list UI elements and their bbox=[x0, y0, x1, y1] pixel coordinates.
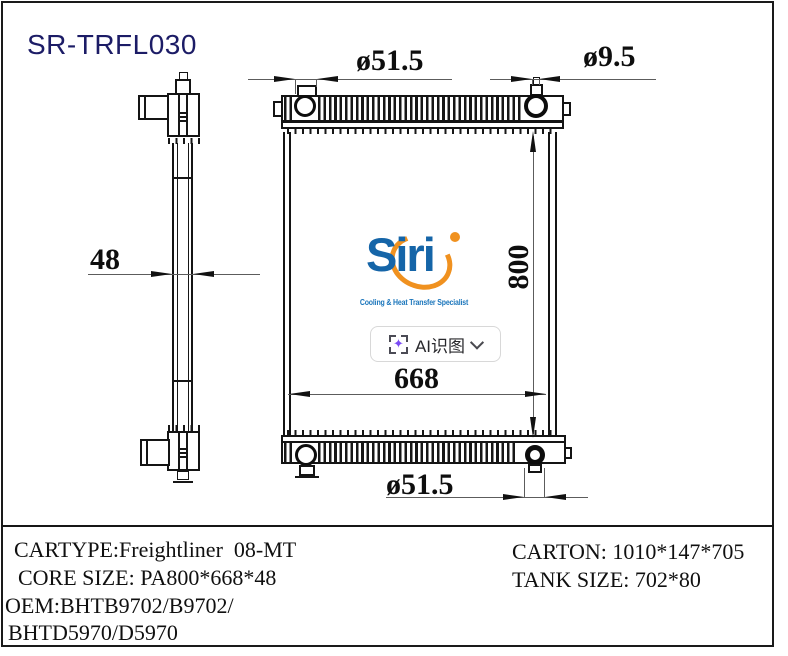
page-title: SR-TRFL030 bbox=[27, 29, 197, 60]
spec-oem-line2: BHTD5970/D5970 bbox=[8, 620, 178, 645]
sideview-top-header-line bbox=[178, 95, 180, 135]
dim-arrow bbox=[274, 76, 295, 82]
siri-logo-orbit-dot bbox=[450, 232, 460, 242]
sideview-bottom-header-hatch bbox=[179, 448, 187, 458]
sideview-top-inlet-pipe bbox=[138, 95, 169, 120]
dim-extension-line bbox=[316, 79, 317, 87]
dim-arrow bbox=[539, 76, 560, 82]
dim-line bbox=[248, 79, 452, 80]
dim-arrow bbox=[525, 391, 546, 397]
dim-arrow bbox=[511, 76, 532, 82]
frontview-bottom-fins bbox=[318, 443, 518, 462]
sideview-core-inner-line bbox=[188, 143, 189, 448]
dim-arrow bbox=[317, 76, 338, 82]
frontview-top-right-tab bbox=[562, 102, 571, 116]
page-border bbox=[1, 1, 774, 647]
sideview-top-serration bbox=[168, 138, 200, 144]
sideview-bottom-header-line bbox=[178, 433, 180, 469]
dim-top-left-port-label: ø51.5 bbox=[356, 44, 424, 77]
frontview-top-fins bbox=[284, 97, 295, 120]
spec-core-size: CORE SIZE: PA800*668*48 bbox=[18, 565, 277, 590]
chevron-down-icon[interactable] bbox=[469, 335, 485, 350]
spec-separator-line bbox=[1, 525, 774, 527]
dim-extension-line bbox=[532, 79, 533, 85]
frontview-top-right-port bbox=[524, 94, 548, 118]
frontview-bottom-right-tab bbox=[564, 447, 572, 459]
sideview-bottom-serration bbox=[168, 425, 200, 431]
dim-thickness-line bbox=[88, 274, 260, 275]
dim-extension-line bbox=[544, 468, 545, 498]
ai-button-label: AI识图 bbox=[414, 336, 466, 356]
frontview-bottom-left-port bbox=[295, 444, 317, 466]
dim-line bbox=[288, 394, 546, 395]
dim-arrow bbox=[193, 271, 214, 277]
spec-oem-line1: OEM:BHTB9702/B9702/ bbox=[5, 593, 234, 618]
sparkle-icon: ✦ bbox=[393, 335, 404, 351]
frontview-core-right-edge bbox=[548, 132, 557, 435]
dim-arrow bbox=[530, 131, 536, 152]
frontview-bottom-tank-rail bbox=[283, 441, 564, 443]
dim-bottom-port-label: ø51.5 bbox=[386, 468, 454, 501]
dim-arrow bbox=[151, 271, 172, 277]
sideview-bottom-outlet-pipe bbox=[140, 439, 170, 466]
dim-arrow bbox=[289, 391, 310, 397]
sideview-top-inlet-cap-line bbox=[144, 96, 146, 119]
dim-extension-line bbox=[539, 79, 540, 85]
sideview-core-column bbox=[172, 143, 193, 448]
frontview-top-fins bbox=[318, 97, 522, 120]
dim-line bbox=[386, 497, 588, 498]
frontview-bottom-left-bracket bbox=[299, 465, 315, 476]
sideview-top-header-hatch bbox=[179, 112, 187, 122]
spec-cartype: CARTYPE:Freightliner 08-MT bbox=[14, 537, 297, 562]
frontview-bottom-left-bracket-base bbox=[295, 476, 319, 478]
dim-line bbox=[490, 79, 656, 80]
ai-scan-icon: ✦ bbox=[388, 334, 408, 354]
dim-arrow bbox=[503, 494, 524, 500]
frontview-top-left-tab bbox=[273, 101, 283, 117]
frontview-top-serration bbox=[287, 129, 557, 134]
dim-arrow bbox=[545, 494, 566, 500]
sideview-bottom-outlet-cap-line bbox=[146, 440, 148, 465]
siri-logo-tagline: Cooling & Heat Transfer Specialist bbox=[359, 297, 469, 307]
sideview-core-inner-line bbox=[177, 143, 178, 448]
frontview-bottom-right-port bbox=[525, 445, 545, 465]
dim-core-width-label: 668 bbox=[394, 362, 439, 395]
frontview-bottom-fins bbox=[284, 443, 295, 462]
spec-tank-size: TANK SIZE: 702*80 bbox=[512, 567, 701, 592]
frontview-top-tank-rail bbox=[281, 121, 564, 129]
ai-image-recognition-button[interactable]: ✦ AI识图 bbox=[370, 326, 501, 362]
dim-core-height-label: 800 bbox=[502, 244, 535, 290]
dim-bleed-port-label: ø9.5 bbox=[583, 40, 636, 73]
sideview-crossbar bbox=[172, 380, 193, 382]
siri-logo-text: Siri bbox=[366, 228, 436, 281]
frontview-top-left-port bbox=[294, 95, 316, 117]
frontview-bottom-serration bbox=[287, 430, 557, 435]
frontview-bottom-right-bracket bbox=[528, 464, 542, 473]
dim-thickness-label: 48 bbox=[90, 243, 120, 276]
sideview-drain-plug bbox=[177, 471, 189, 480]
dim-arrow bbox=[530, 417, 536, 438]
spec-carton: CARTON: 1010*147*705 bbox=[512, 539, 745, 564]
frontview-core-left-edge bbox=[283, 132, 291, 435]
sideview-crossbar bbox=[172, 177, 193, 179]
dim-extension-line bbox=[295, 79, 296, 94]
dim-line bbox=[533, 136, 534, 434]
dim-extension-line bbox=[524, 468, 525, 498]
sideview-drain-tick bbox=[173, 481, 193, 483]
